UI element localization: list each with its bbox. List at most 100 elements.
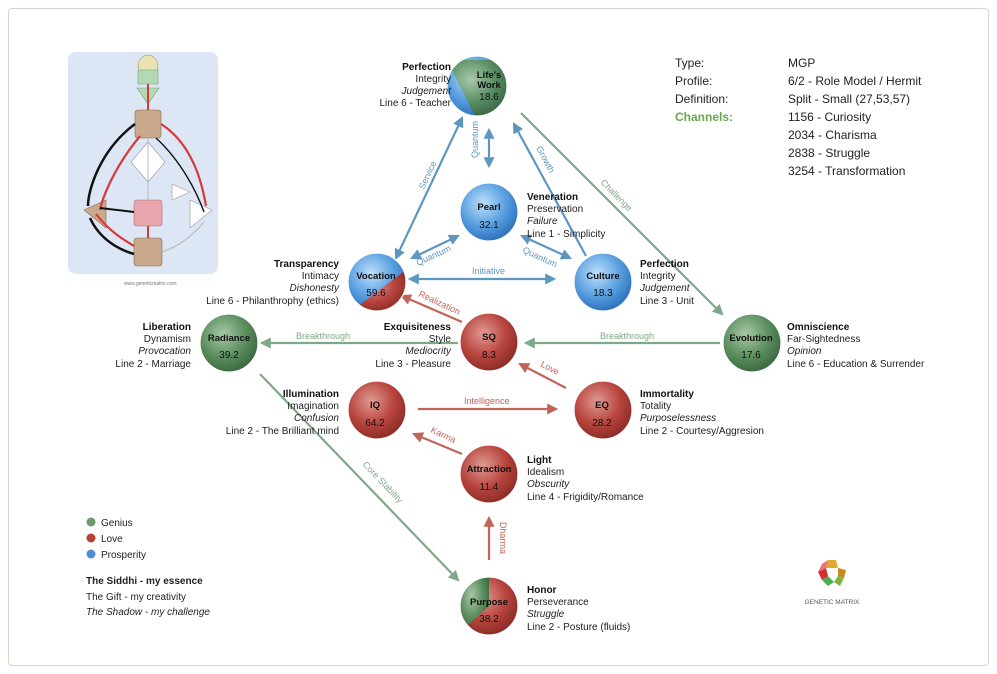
node-evolution[interactable]: Evolution 17.6: [722, 313, 782, 373]
gift-text: Far-Sightedness: [787, 334, 860, 345]
node-culture[interactable]: Culture 18.3: [573, 252, 633, 312]
love-dot-icon: [86, 533, 96, 543]
channel-item: 2838 - Struggle: [788, 146, 870, 160]
channel-line: [86, 122, 136, 207]
channel-line: [88, 217, 135, 256]
node-circle: [459, 312, 519, 372]
line-text: Line 6 - Teacher: [379, 98, 451, 109]
throat-center: [134, 109, 162, 139]
love-label: Love: [539, 359, 561, 377]
shadow-text: Obscurity: [527, 479, 570, 490]
siddhi-text: Perfection: [640, 259, 689, 270]
gift-text: Perseverance: [527, 597, 589, 608]
shadow-text: Purposelessness: [640, 413, 716, 424]
siddhi-text: Omniscience: [787, 322, 850, 333]
gift-text: Integrity: [415, 74, 451, 85]
node-circle: [573, 380, 633, 440]
node-pearl[interactable]: Pearl 32.1: [459, 182, 519, 242]
legend-gift: The Gift - my creativity: [86, 592, 186, 603]
node-name: EQ: [595, 400, 609, 411]
logo-text: GENETIC MATRIX: [805, 599, 860, 606]
channel-line: [98, 135, 141, 211]
node-purpose[interactable]: Purpose 38.2: [459, 576, 519, 636]
logo-mark-icon: [818, 560, 846, 586]
channel-line: [160, 123, 208, 207]
node-value: 64.2: [365, 418, 385, 429]
channel-item: 2034 - Charisma: [788, 128, 877, 142]
node-circle: [199, 313, 259, 373]
edges: [259, 112, 724, 582]
node-name: Evolution: [729, 333, 772, 344]
node-value: 32.1: [479, 220, 499, 231]
gift-text: Preservation: [527, 204, 583, 215]
node-iq[interactable]: IQ 64.2: [347, 380, 407, 440]
channel-line: [99, 207, 135, 213]
channel-line: [95, 213, 135, 247]
siddhi-text: Honor: [527, 585, 557, 596]
line-text: Line 3 - Unit: [640, 296, 694, 307]
node-name: IQ: [370, 400, 380, 411]
love-arrow: [518, 362, 567, 389]
siddhi-text: Immortality: [640, 389, 694, 400]
node-name: Attraction: [467, 464, 512, 475]
node-lifes-work[interactable]: Life's Work 18.6: [446, 55, 508, 117]
channel-item: 1156 - Curiosity: [788, 110, 871, 124]
type-label: Type:: [675, 56, 704, 70]
shadow-text: Judgement: [401, 86, 453, 97]
siddhi-text: Illumination: [283, 389, 339, 400]
shadow-text: Dishonesty: [290, 283, 340, 294]
bodygraph-footer: www.geneticmatrix.com: [124, 281, 177, 287]
channel-item: 3254 - Transformation: [788, 164, 905, 178]
label-attraction: Light Idealism Obscurity Line 4 - Frigid…: [527, 455, 644, 503]
label-iq: Illumination Imagination Confusion Line …: [226, 389, 340, 437]
legend: Genius Love Prosperity The Siddhi - my e…: [86, 517, 210, 618]
line-text: Line 2 - The Brilliant mind: [226, 426, 339, 437]
label-purpose: Honor Perseverance Struggle Line 2 - Pos…: [527, 585, 630, 633]
node-ring: [446, 55, 508, 117]
label-sq: Exquisiteness Style Mediocrity Line 3 - …: [375, 322, 452, 370]
gift-text: Intimacy: [302, 271, 339, 282]
breakthrough-left-label: Breakthrough: [296, 331, 350, 341]
channel-line: [155, 137, 205, 213]
prosperity-dot-icon: [86, 549, 96, 559]
node-name: Vocation: [356, 271, 396, 282]
gift-text: Idealism: [527, 467, 564, 478]
sacral-center: [133, 199, 163, 227]
profile-label: Profile:: [675, 74, 712, 88]
gift-text: Style: [429, 334, 452, 345]
quantum-right-label: Quantum: [521, 245, 559, 270]
label-vocation: Transparency Intimacy Dishonesty Line 6 …: [206, 259, 340, 307]
node-radiance[interactable]: Radiance 39.2: [199, 313, 259, 373]
node-name: SQ: [482, 332, 496, 343]
node-value: 39.2: [219, 350, 239, 361]
node-sq[interactable]: SQ 8.3: [459, 312, 519, 372]
line-text: Line 6 - Philanthrophy (ethics): [206, 296, 339, 307]
node-circle: [722, 313, 782, 373]
line-text: Line 6 - Education & Surrender: [787, 359, 925, 370]
siddhi-text: Veneration: [527, 192, 578, 203]
node-attraction[interactable]: Attraction 11.4: [459, 444, 519, 504]
node-value: 59.6: [366, 288, 386, 299]
channels-label: Channels:: [675, 110, 733, 124]
line-text: Line 2 - Marriage: [115, 359, 191, 370]
line-text: Line 2 - Courtesy/Aggresion: [640, 426, 764, 437]
gift-text: Imagination: [287, 401, 339, 412]
node-name: Culture: [586, 271, 619, 282]
node-circle-overlay: [350, 270, 406, 311]
quantum-left-arrow: [410, 234, 460, 260]
line-text: Line 2 - Posture (fluids): [527, 622, 630, 633]
quantum-right-arrow: [520, 234, 572, 260]
node-name: Purpose: [470, 597, 508, 608]
node-vocation[interactable]: Vocation 59.6: [347, 252, 407, 312]
node-eq[interactable]: EQ 28.2: [573, 380, 633, 440]
siddhi-text: Light: [527, 455, 552, 466]
node-value: 18.3: [593, 288, 613, 299]
node-circle: [347, 380, 407, 440]
channel-line: [161, 221, 205, 253]
dharma-label: Dharma: [498, 522, 508, 554]
siddhi-text: Liberation: [143, 322, 191, 333]
shadow-text: Failure: [527, 216, 558, 227]
label-lifes-work: Perfection Integrity Judgement Line 6 - …: [379, 62, 452, 109]
node-name: Pearl: [477, 202, 500, 213]
intelligence-label: Intelligence: [464, 396, 510, 406]
